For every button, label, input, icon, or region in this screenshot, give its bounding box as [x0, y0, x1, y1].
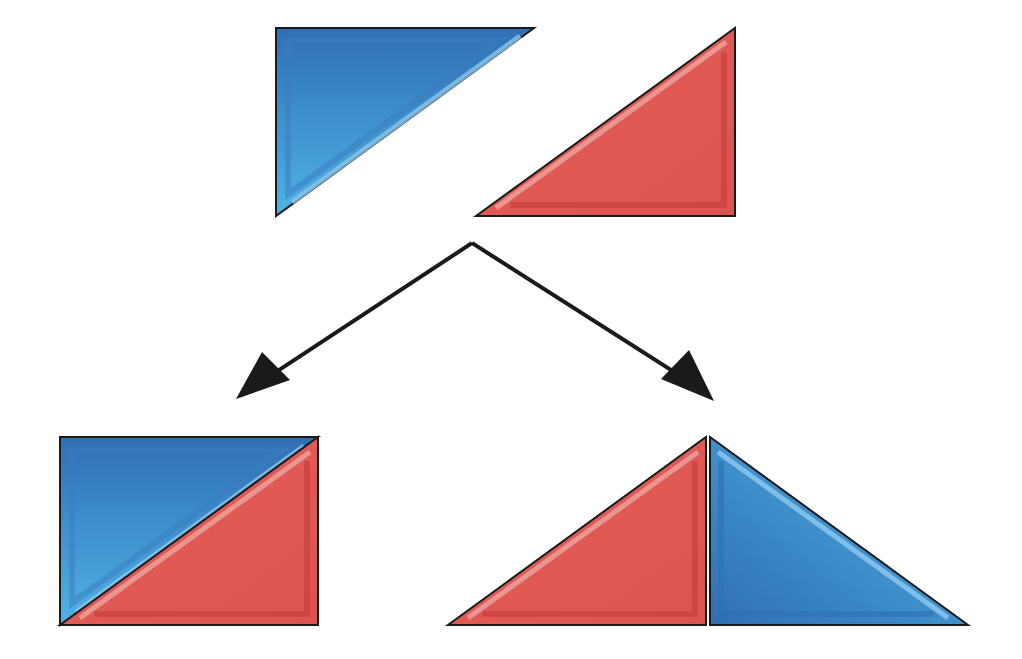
arrow-to-triangle [470, 241, 714, 401]
source-blue-triangle [275, 27, 538, 218]
triangle-red-piece [444, 435, 707, 626]
triangle-blue-piece [709, 435, 972, 626]
result-isosceles-triangle [444, 435, 972, 626]
result-rectangle [56, 435, 322, 627]
arrow-to-rectangle [236, 241, 474, 399]
source-red-triangle [472, 26, 736, 217]
